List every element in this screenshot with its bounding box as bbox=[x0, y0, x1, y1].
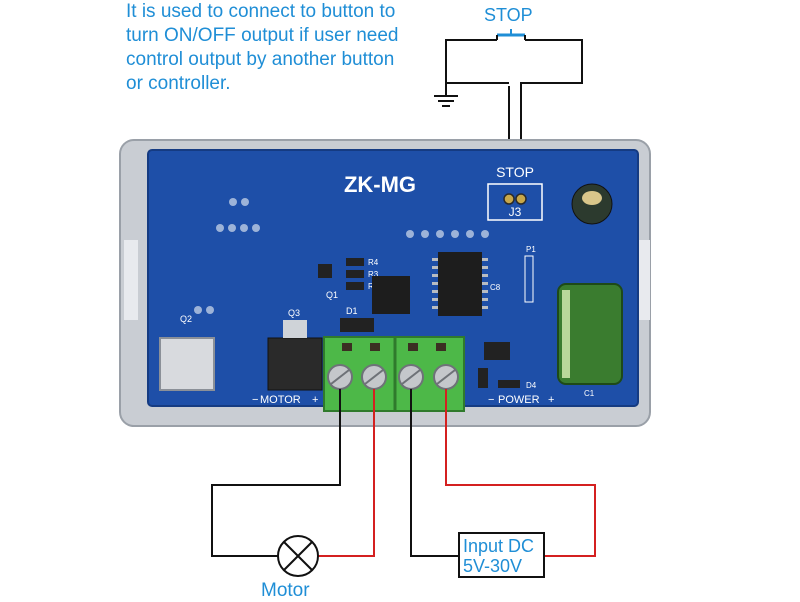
board-model-label: ZK-MG bbox=[344, 172, 416, 197]
motor-terminal-label: MOTOR bbox=[260, 394, 301, 406]
power-wiring bbox=[410, 389, 596, 557]
motor-minus-label: − bbox=[252, 394, 258, 406]
input-dc-line-1: Input DC bbox=[463, 536, 535, 556]
smd-part bbox=[478, 368, 488, 388]
motor-label: Motor bbox=[261, 580, 310, 601]
annotation-text: It is used to connect to button to turn … bbox=[126, 0, 446, 96]
ref-q2: Q2 bbox=[180, 314, 192, 324]
q3-tab bbox=[283, 320, 307, 338]
stop-connector-j3: STOP J3 bbox=[487, 164, 543, 221]
power-plus-label: + bbox=[548, 394, 554, 406]
motor-wire-black bbox=[211, 389, 341, 557]
board-vias bbox=[194, 198, 489, 314]
q2-heat-pad bbox=[159, 337, 215, 391]
motor-lamp-icon bbox=[277, 535, 319, 577]
d1-diode bbox=[340, 318, 374, 332]
power-terminal-label: POWER bbox=[498, 394, 540, 406]
power-minus-label: − bbox=[488, 394, 494, 406]
q1-transistor bbox=[318, 264, 332, 278]
ref-c1: C1 bbox=[584, 389, 595, 398]
capacitor-large bbox=[557, 283, 623, 385]
controller-board: ZK-MG STOP J3 Q2 Q3 D1 Q1 bbox=[119, 139, 651, 427]
mosfet-chip bbox=[372, 276, 410, 314]
ref-q3: Q3 bbox=[288, 308, 300, 318]
motor-wiring bbox=[211, 389, 375, 577]
ref-c8: C8 bbox=[490, 283, 501, 292]
ref-d1: D1 bbox=[346, 306, 358, 316]
resistor-array bbox=[346, 258, 364, 290]
motor-plus-label: + bbox=[312, 394, 318, 406]
capacitor-small bbox=[571, 183, 613, 225]
ref-d4: D4 bbox=[526, 381, 537, 390]
q3-transistor bbox=[267, 337, 323, 391]
stop-pin-1 bbox=[503, 193, 515, 205]
ground-icon bbox=[434, 93, 458, 107]
case-clip-right bbox=[636, 240, 650, 320]
ref-p1: P1 bbox=[526, 245, 536, 254]
regulator-chip bbox=[484, 342, 510, 360]
ref-r3: R3 bbox=[368, 270, 379, 279]
power-wire-red bbox=[445, 389, 596, 557]
ref-q1: Q1 bbox=[326, 290, 338, 300]
motor-wire-red bbox=[318, 389, 375, 557]
annotation-line-1: It is used to connect to button to bbox=[126, 1, 396, 22]
annotation-line-4: or controller. bbox=[126, 73, 231, 94]
connector-id-label: J3 bbox=[509, 205, 522, 219]
input-dc-line-2: 5V-30V bbox=[463, 556, 523, 576]
ic-pins bbox=[432, 258, 488, 309]
stop-pin-2 bbox=[515, 193, 527, 205]
d4-diode bbox=[498, 380, 520, 388]
annotation-line-2: turn ON/OFF output if user need bbox=[126, 25, 399, 46]
input-dc-box: Input DC 5V-30V bbox=[458, 532, 545, 578]
connector-stop-label: STOP bbox=[496, 164, 534, 180]
main-ic-chip bbox=[438, 252, 482, 316]
ref-r4: R4 bbox=[368, 258, 379, 267]
power-wire-black bbox=[410, 389, 458, 557]
stop-push-button-icon bbox=[496, 29, 526, 40]
stop-button-label: STOP bbox=[484, 5, 533, 25]
p1-header: P1 bbox=[524, 245, 536, 303]
terminal-block bbox=[323, 336, 465, 412]
annotation-line-3: control output by another button bbox=[126, 49, 395, 70]
case-clip-left bbox=[124, 240, 138, 320]
